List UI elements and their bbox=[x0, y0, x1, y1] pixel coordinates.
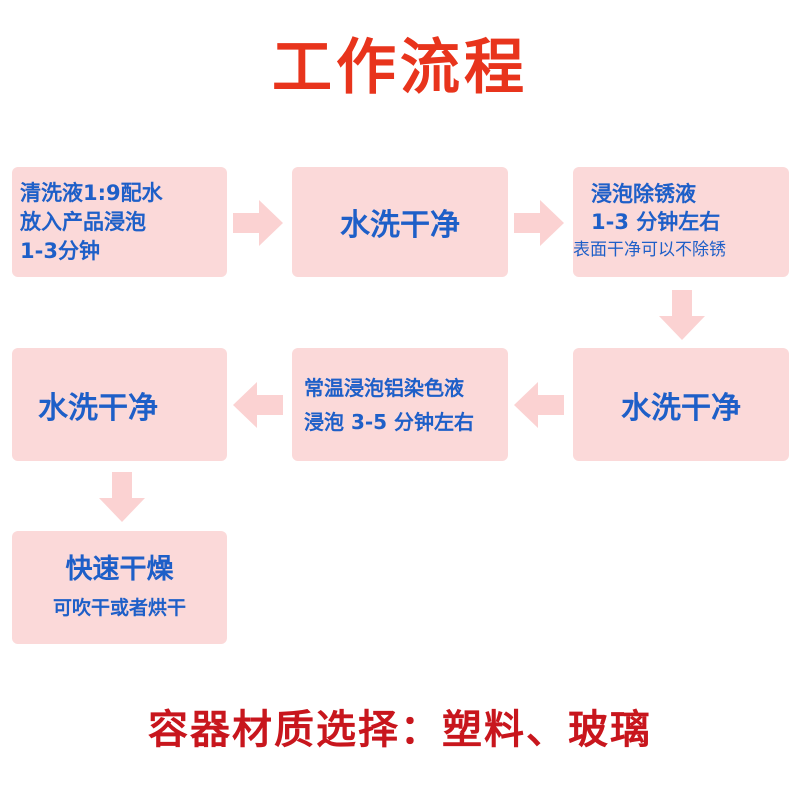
step-7-line-2: 可吹干或者烘干 bbox=[52, 596, 186, 619]
step-4-box: 水洗干净 bbox=[573, 348, 789, 461]
step-6-line-1: 水洗干净 bbox=[38, 390, 158, 426]
step-1-box: 清洗液1:9配水 放入产品浸泡 1-3分钟 bbox=[12, 167, 227, 277]
step-3-line-2: 1-3 分钟左右 bbox=[591, 210, 721, 234]
step-1-line-1: 清洗液1:9配水 bbox=[20, 180, 163, 205]
step-3-line-1: 浸泡除锈液 bbox=[591, 182, 696, 206]
step-2-line-1: 水洗干净 bbox=[340, 208, 460, 243]
step-6-box: 水洗干净 bbox=[12, 348, 227, 461]
step-5-box: 常温浸泡铝染色液 浸泡 3-5 分钟左右 bbox=[292, 348, 508, 461]
arrow-left-icon bbox=[233, 382, 283, 428]
step-3-line-3: 表面干净可以不除锈 bbox=[573, 240, 726, 260]
arrow-down-icon bbox=[99, 472, 145, 522]
arrow-right-icon bbox=[514, 200, 564, 246]
step-5-line-2: 浸泡 3-5 分钟左右 bbox=[304, 409, 475, 434]
step-7-box: 快速干燥 可吹干或者烘干 bbox=[12, 531, 227, 644]
arrow-left-icon bbox=[514, 382, 564, 428]
container-material-note: 容器材质选择：塑料、玻璃 bbox=[148, 707, 652, 753]
step-2-box: 水洗干净 bbox=[292, 167, 508, 277]
arrow-down-icon bbox=[659, 290, 705, 340]
arrow-right-icon bbox=[233, 200, 283, 246]
step-1-line-2: 放入产品浸泡 bbox=[20, 209, 146, 234]
step-4-line-1: 水洗干净 bbox=[621, 390, 741, 426]
page-title: 工作流程 bbox=[272, 33, 528, 103]
step-1-line-3: 1-3分钟 bbox=[20, 238, 100, 263]
step-7-line-1: 快速干燥 bbox=[65, 553, 174, 585]
step-3-box: 浸泡除锈液 1-3 分钟左右 表面干净可以不除锈 bbox=[573, 167, 789, 277]
step-5-line-1: 常温浸泡铝染色液 bbox=[304, 375, 464, 400]
